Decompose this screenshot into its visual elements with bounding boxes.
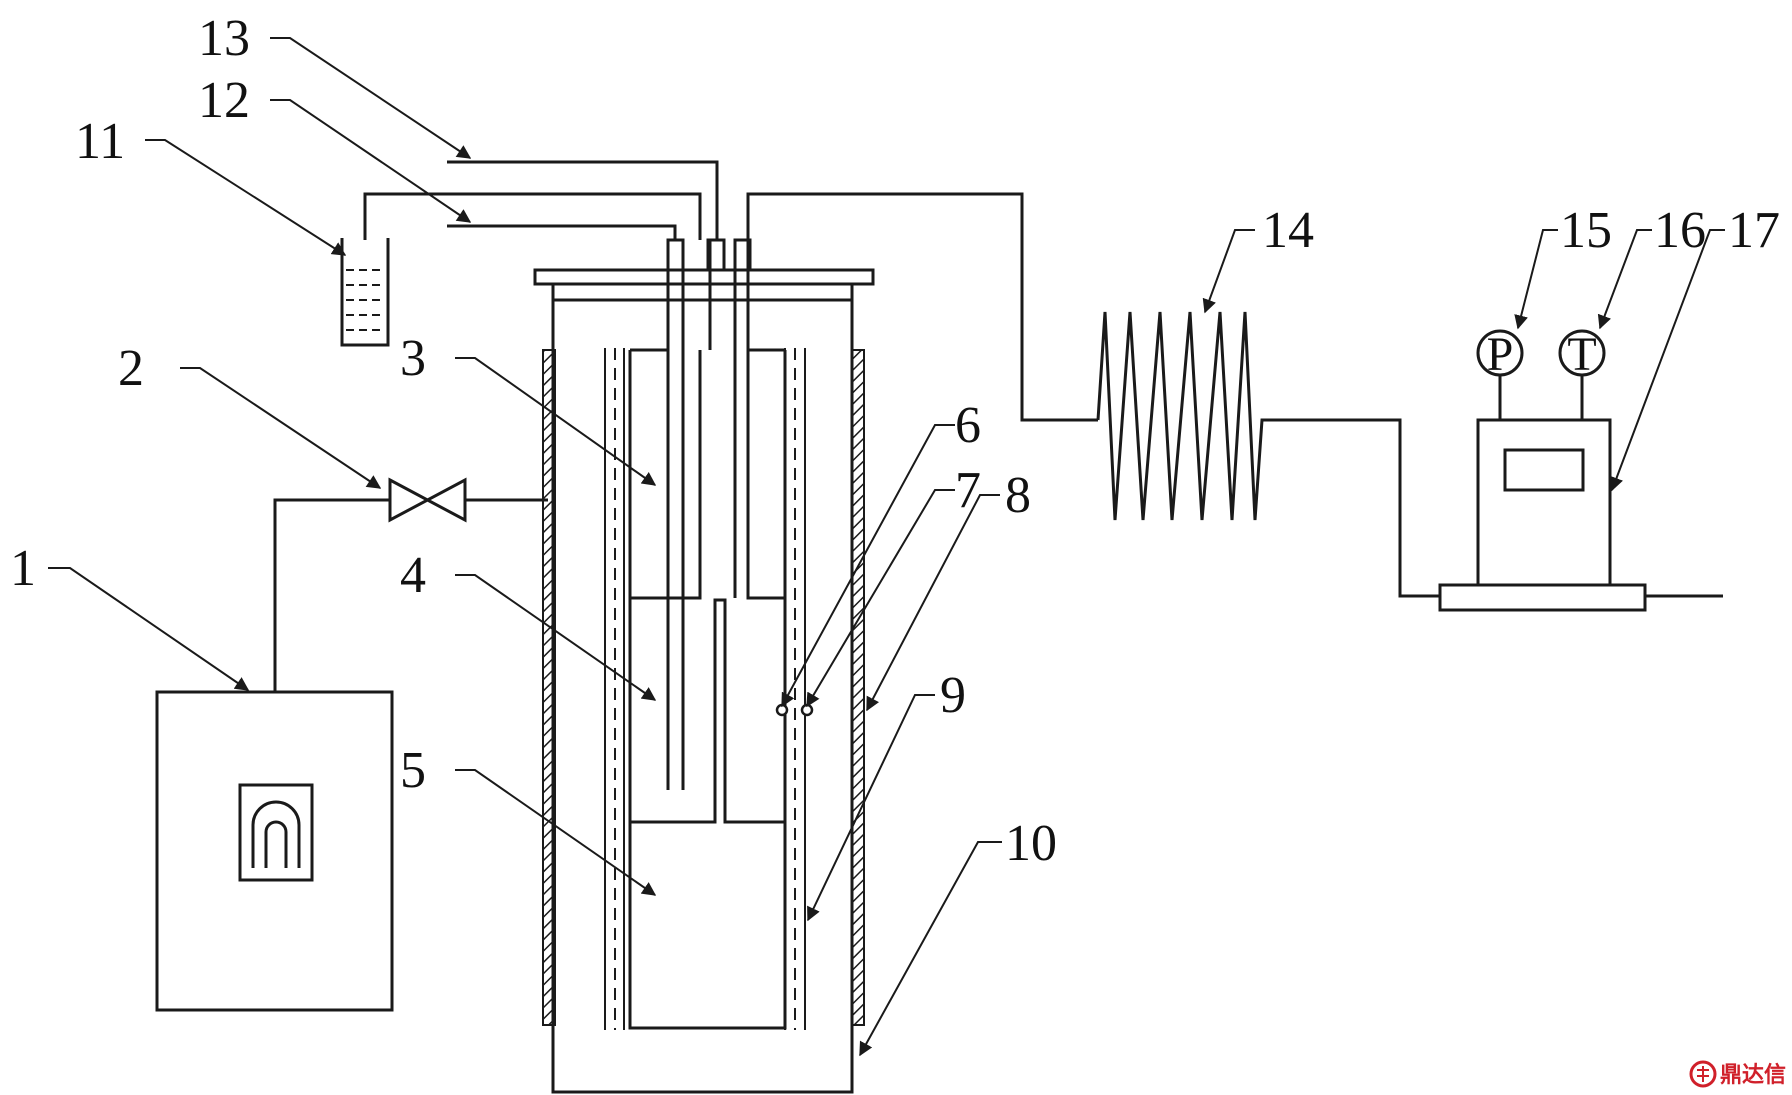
- label-10: 10: [1005, 815, 1057, 872]
- outlet-pipe: [746, 192, 1098, 422]
- gas-meter-17: [1438, 375, 1723, 612]
- valve: [388, 477, 467, 523]
- label-5: 5: [400, 742, 426, 799]
- watermark-text: 鼎达信: [1720, 1062, 1786, 1088]
- label-11: 11: [75, 113, 125, 170]
- label-8: 8: [1005, 467, 1031, 524]
- label-2: 2: [118, 340, 144, 397]
- temperature-gauge-letter: T: [1567, 328, 1596, 381]
- label-7: 7: [955, 462, 981, 519]
- watermark-logo: [1689, 1060, 1717, 1088]
- label-6: 6: [955, 397, 981, 454]
- label-16: 16: [1654, 202, 1706, 259]
- leader-lines: [48, 37, 1725, 1057]
- gas-supply-box: [155, 690, 394, 1012]
- label-17: 17: [1728, 202, 1780, 259]
- label-14: 14: [1262, 202, 1314, 259]
- condenser-coil-14: [1096, 311, 1440, 598]
- label-9: 9: [940, 667, 966, 724]
- label-13: 13: [198, 10, 250, 67]
- label-12: 12: [198, 72, 250, 129]
- label-4: 4: [400, 547, 426, 604]
- label-15: 15: [1560, 202, 1612, 259]
- supply-pipe: [273, 498, 390, 692]
- label-1: 1: [10, 540, 36, 597]
- bubbler-11: [340, 238, 390, 347]
- reaction-vessel: [533, 238, 875, 1094]
- temperature-gauge-16: [1558, 329, 1606, 377]
- line-13-pipe: [447, 160, 719, 240]
- line-12-pipe: [447, 224, 677, 240]
- pressure-gauge-15: [1476, 329, 1524, 377]
- line-11-pipe: [363, 192, 702, 240]
- pressure-gauge-letter: P: [1487, 328, 1514, 381]
- label-3: 3: [400, 330, 426, 387]
